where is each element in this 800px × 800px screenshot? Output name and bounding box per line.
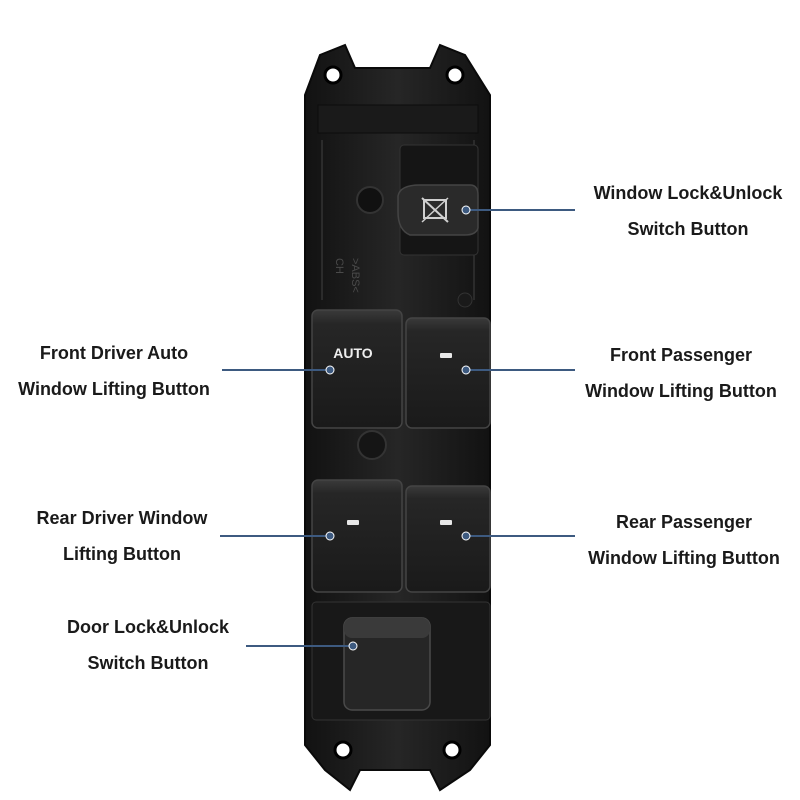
window-lock-icon — [421, 197, 449, 223]
rear-passenger-button[interactable] — [405, 485, 491, 593]
dot-door-lock — [348, 641, 358, 651]
rear-driver-label: Rear Driver Window Lifting Button — [20, 500, 224, 572]
window-lock-label-line-1: Window Lock&Unlock — [593, 183, 783, 203]
rear-passenger-label: Rear Passenger Window Lifting Button — [576, 504, 792, 576]
front-driver-label-line-1: Front Driver Auto — [39, 343, 189, 363]
door-lock-label-line-1: Door Lock&Unlock — [66, 617, 230, 637]
rear-driver-label-line-1: Rear Driver Window — [36, 508, 208, 528]
window-lock-switch[interactable] — [397, 144, 479, 256]
leader-lines — [220, 209, 575, 647]
window-lock-label: Window Lock&Unlock Switch Button — [578, 175, 798, 247]
front-passenger-label-line-1: Front Passenger — [609, 345, 753, 365]
dot-rear-driver — [325, 531, 335, 541]
front-driver-label: Front Driver Auto Window Lifting Button — [6, 335, 222, 407]
molded-side-mark-2: CH — [333, 258, 345, 274]
door-lock-switch[interactable] — [311, 601, 491, 721]
front-passenger-indicator — [440, 353, 452, 358]
dot-front-passenger — [461, 365, 471, 375]
auto-label: AUTO — [333, 345, 373, 361]
bottom-left-mounting-hole — [333, 740, 353, 760]
dot-rear-passenger — [461, 531, 471, 541]
dot-window-lock — [461, 205, 471, 215]
top-right-mounting-hole — [445, 65, 465, 85]
rear-passenger-label-line-2: Window Lifting Button — [588, 548, 780, 568]
front-passenger-label: Front Passenger Window Lifting Button — [570, 337, 792, 409]
door-lock-label: Door Lock&Unlock Switch Button — [52, 609, 244, 681]
dot-front-driver — [325, 365, 335, 375]
leader-dots — [325, 205, 471, 651]
rear-driver-label-line-2: Lifting Button — [63, 544, 181, 564]
front-passenger-button[interactable] — [405, 317, 491, 429]
bottom-right-mounting-hole — [442, 740, 462, 760]
top-left-mounting-hole — [323, 65, 343, 85]
rear-passenger-label-line-1: Rear Passenger — [615, 512, 753, 532]
molded-side-mark: >ABS< — [349, 258, 361, 293]
window-lock-label-line-2: Switch Button — [627, 219, 749, 239]
front-driver-label-line-2: Window Lifting Button — [18, 379, 210, 399]
rear-driver-indicator — [347, 520, 359, 525]
rear-passenger-indicator — [440, 520, 452, 525]
front-passenger-label-line-2: Window Lifting Button — [585, 381, 777, 401]
door-lock-label-line-2: Switch Button — [87, 653, 209, 673]
